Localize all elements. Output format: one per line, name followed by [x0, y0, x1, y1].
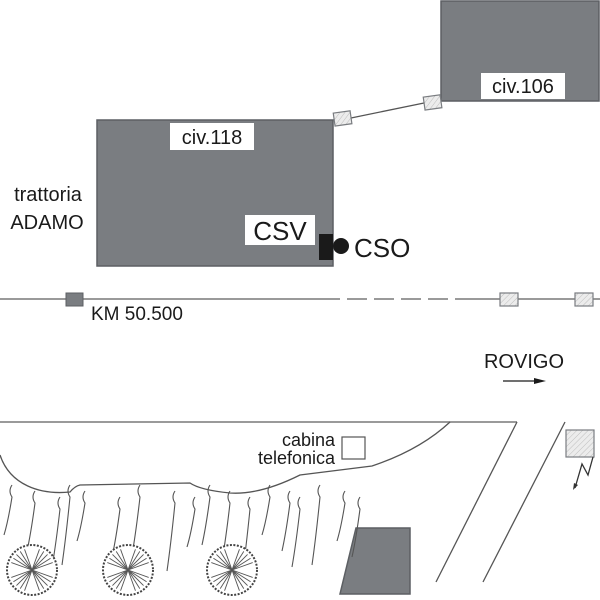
- electrical-box[interactable]: [565, 429, 595, 490]
- csv-label-bg: [245, 215, 315, 245]
- grass-stroke: [51, 496, 61, 568]
- direction-label: ROVIGO: [484, 351, 564, 373]
- grass-stroke: [351, 496, 361, 558]
- tree-icon: [206, 544, 258, 596]
- cso-dot-icon: [333, 238, 349, 254]
- grass-stroke: [261, 484, 271, 536]
- cabina-label-line1: cabina: [282, 430, 336, 450]
- road-line: [482, 421, 566, 583]
- grass-stroke: [311, 484, 321, 566]
- civ-106-label: civ.106: [492, 76, 554, 98]
- pipeline-line: [0, 292, 600, 307]
- grass-stroke: [26, 490, 36, 552]
- building-bottom[interactable]: [339, 527, 411, 595]
- civ-118-label-bg: [170, 123, 254, 150]
- grass-stroke: [186, 496, 196, 548]
- grass-stroke: [3, 484, 13, 536]
- km-marker-icon: [65, 292, 84, 307]
- cso-label: CSO: [354, 233, 410, 263]
- junction-box: [574, 292, 594, 307]
- tree-icon: [102, 544, 154, 596]
- csv-marker[interactable]: CSV: [245, 215, 333, 260]
- junction-box: [499, 292, 519, 307]
- csv-box-icon: [319, 234, 333, 260]
- grass-stroke: [131, 484, 141, 556]
- trattoria-label-line1: trattoria: [14, 184, 83, 206]
- phone-booth-icon[interactable]: [341, 436, 366, 460]
- grass-stroke: [76, 490, 86, 542]
- csv-label: CSV: [253, 216, 307, 246]
- km-label: KM 50.500: [91, 304, 183, 325]
- tree-icon: [6, 544, 58, 596]
- grass-stroke: [281, 490, 291, 552]
- road-line: [435, 421, 518, 583]
- grass-stroke: [336, 490, 346, 542]
- grass-stroke: [291, 496, 301, 568]
- grass-stroke: [111, 496, 121, 558]
- grass-stroke: [166, 490, 176, 572]
- plaza-outline: [0, 421, 451, 494]
- civ-106-label-bg: [481, 73, 565, 99]
- grass-stroke: [201, 484, 211, 546]
- lightning-icon: [574, 456, 594, 489]
- civ-118-label: civ.118: [182, 127, 242, 149]
- cso-marker[interactable]: CSO: [333, 233, 410, 263]
- cabina-label-line2: telefonica: [258, 448, 336, 468]
- building-civ-106[interactable]: civ.106: [440, 0, 600, 102]
- trattoria-label-line2: ADAMO: [10, 212, 83, 234]
- junction-box: [332, 110, 353, 127]
- grass-area: [3, 484, 361, 578]
- direction-arrow-icon: [503, 378, 546, 384]
- trees: [6, 544, 258, 596]
- grass-stroke: [61, 484, 71, 566]
- connection-line: [332, 94, 443, 127]
- junction-box: [422, 94, 443, 111]
